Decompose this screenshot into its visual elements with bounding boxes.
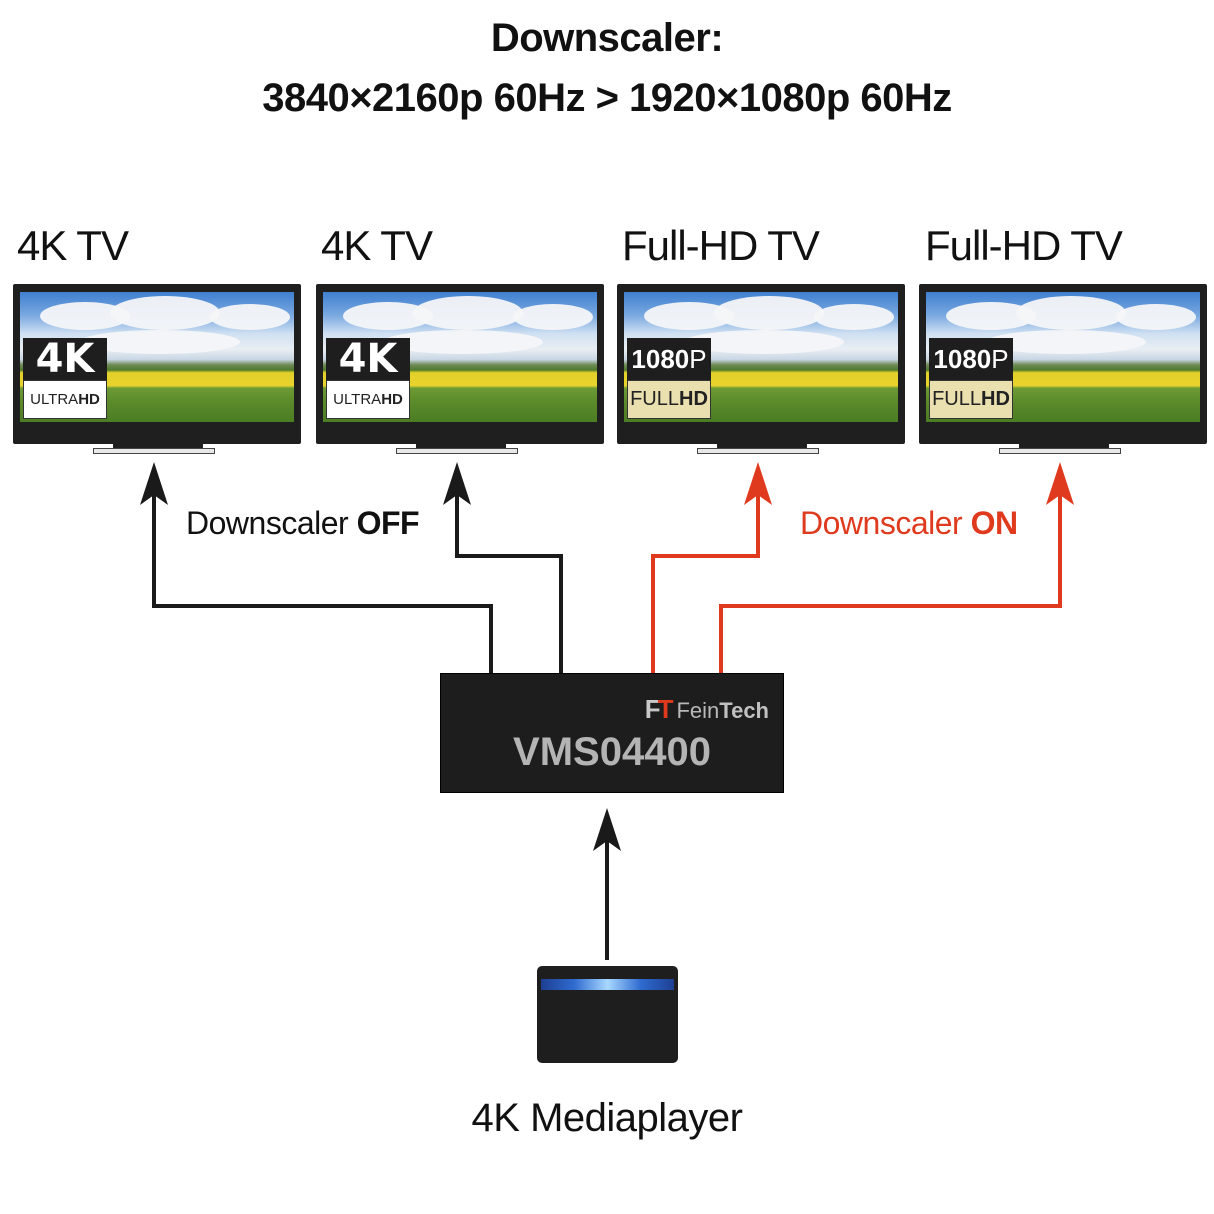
tv-stand: [1019, 444, 1109, 450]
tv-base: [999, 448, 1121, 454]
tv-label-1: 4K TV: [17, 222, 129, 269]
tv-label-3: Full-HD TV: [622, 222, 820, 269]
tv-base: [396, 448, 518, 454]
tv-base: [93, 448, 215, 454]
badge-light-text: ULTRA: [30, 391, 79, 408]
tv-fullhd-2: 1080P FULLHD: [919, 284, 1207, 454]
label-state: OFF: [356, 505, 420, 541]
media-player-label: 4K Mediaplayer: [471, 1096, 743, 1140]
media-player-device: [537, 966, 678, 1063]
badge-1080p-text: 1080P: [929, 338, 1013, 380]
full-hd-badge: 1080P FULLHD: [627, 338, 711, 421]
downscaler-on-label: Downscaler ON: [800, 505, 1018, 542]
badge-ultrahd-text: ULTRAHD: [23, 380, 107, 419]
badge-bold-text: HD: [679, 388, 708, 410]
tv-4k-2: 4K ULTRAHD: [316, 284, 604, 454]
line-off-2: [455, 490, 563, 675]
brand-light-text: Fein: [676, 698, 720, 723]
label-prefix: Downscaler: [800, 505, 971, 541]
ultra-hd-badge: 4K ULTRAHD: [326, 338, 410, 421]
line-off-1: [152, 490, 493, 675]
badge-light-text: ULTRA: [333, 391, 382, 408]
tv-fullhd-1: 1080P FULLHD: [617, 284, 905, 454]
badge-ultrahd-text: ULTRAHD: [326, 380, 410, 419]
badge-4k-text: 4K: [23, 338, 107, 380]
device-model: VMS04400: [513, 730, 711, 774]
tv-4k-1: 4K ULTRAHD: [13, 284, 301, 454]
label-prefix: Downscaler: [186, 505, 357, 541]
badge-4k-text: 4K: [326, 338, 410, 380]
badge-fullhd-text: FULLHD: [627, 380, 711, 419]
tv-stand: [717, 444, 807, 450]
full-hd-badge: 1080P FULLHD: [929, 338, 1013, 421]
ultra-hd-badge: 4K ULTRAHD: [23, 338, 107, 421]
arrow-up-icon: [443, 462, 471, 505]
badge-bold-text: HD: [381, 391, 403, 408]
diagram-title: Downscaler:: [490, 16, 724, 60]
tv-stand: [113, 444, 203, 450]
diagram-subtitle: 3840×2160p 60Hz > 1920×1080p 60Hz: [262, 76, 952, 120]
badge-light-text: FULL: [932, 388, 981, 410]
line-on-2: [719, 490, 1062, 675]
arrow-up-icon: [1046, 462, 1074, 505]
feintech-logo-icon: FT: [644, 694, 674, 724]
badge-light-text: P: [991, 344, 1009, 374]
tv-base: [697, 448, 819, 454]
badge-bold-text: HD: [78, 391, 100, 408]
tv-stand: [416, 444, 506, 450]
arrow-up-icon: [140, 462, 168, 505]
tv-label-2: 4K TV: [321, 222, 433, 269]
badge-bold-text: 1080: [631, 344, 690, 374]
arrow-up-icon: [744, 462, 772, 505]
badge-bold-text: 1080: [933, 344, 992, 374]
badge-bold-text: HD: [981, 388, 1010, 410]
tv-label-4: Full-HD TV: [925, 222, 1123, 269]
downscaler-off-label: Downscaler OFF: [186, 505, 420, 542]
badge-light-text: FULL: [630, 388, 679, 410]
blue-led-strip: [541, 979, 674, 990]
line-on-1: [651, 490, 760, 675]
brand-bold-text: Tech: [719, 698, 769, 723]
label-state: ON: [970, 505, 1019, 541]
badge-light-text: P: [689, 344, 707, 374]
badge-1080p-text: 1080P: [627, 338, 711, 380]
arrow-up-icon: [593, 808, 621, 851]
badge-fullhd-text: FULLHD: [929, 380, 1013, 419]
